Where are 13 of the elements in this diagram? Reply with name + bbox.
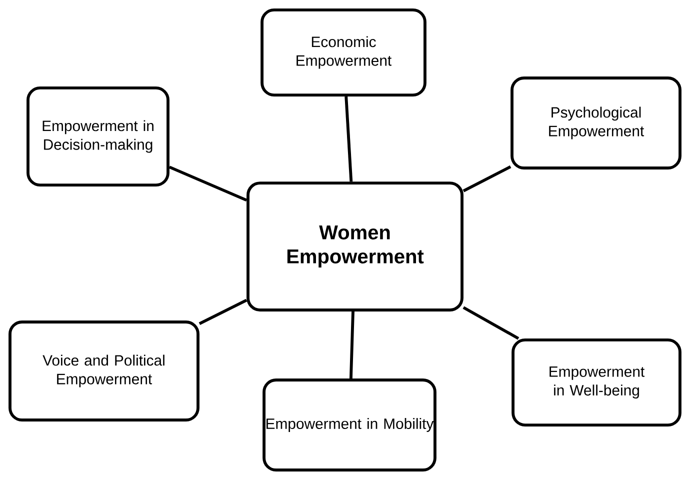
connector-line: [462, 165, 512, 192]
concept-box: Women Empowerment: [246, 182, 464, 312]
concept-box: Empowerment in Decision-making: [26, 86, 170, 186]
concept-box: Empowerment in Mobility: [262, 378, 436, 472]
concept-box: Voice and Political Empowerment: [8, 320, 200, 422]
connector-line: [462, 306, 520, 340]
concept-box: Economic Empowerment: [260, 8, 426, 96]
concept-box: Empowerment in Well-being: [512, 338, 682, 426]
connector-line: [198, 298, 248, 325]
connector-line: [349, 311, 354, 379]
concept-box: Psychological Empowerment: [510, 76, 682, 170]
connector-line: [168, 166, 248, 202]
connector-line: [344, 96, 353, 182]
